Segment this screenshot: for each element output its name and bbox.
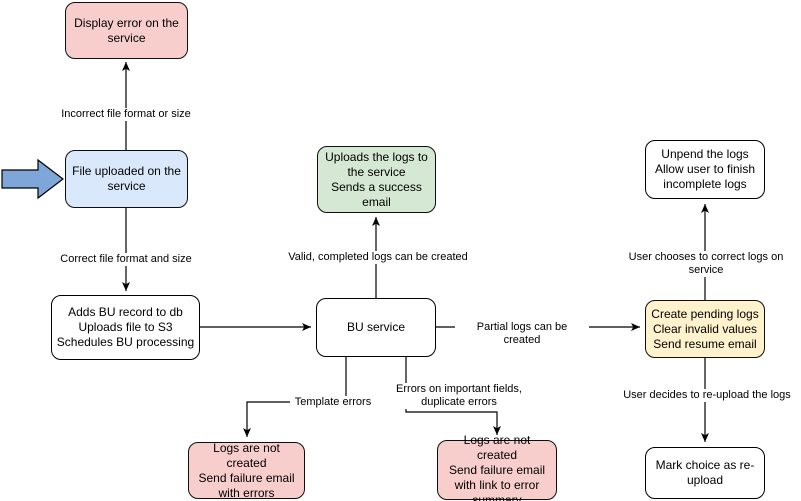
node-bu-service[interactable]: BU service [316,298,436,357]
edge-label-important-errors: Errors on important fields, duplicate er… [393,383,525,409]
edge-label-template-errors: Template errors [290,396,376,409]
node-logs-not-created-1[interactable]: Logs are not created Send failure email … [188,441,305,500]
edge-label-partial-logs: Partial logs can be created [455,321,589,347]
node-create-pending-logs[interactable]: Create pending logs Clear invalid values… [645,300,765,358]
edge-label-incorrect-format: Incorrect file format or size [57,108,195,121]
start-arrow-icon [1,158,64,200]
edge-label-correct-format: Correct file format and size [57,253,195,266]
node-uploads-logs[interactable]: Uploads the logs to the service Sends a … [317,146,436,213]
node-file-uploaded[interactable]: File uploaded on the service [65,150,188,208]
node-display-error[interactable]: Display error on the service [65,2,188,59]
edge-label-valid-logs: Valid, completed logs can be created [283,251,473,264]
node-unpend-logs[interactable]: Unpend the logs Allow user to finish inc… [645,140,765,199]
node-mark-choice[interactable]: Mark choice as re- upload [645,447,765,499]
node-logs-not-created-2[interactable]: Logs are not created Send failure email … [437,433,557,501]
node-adds-bu-record[interactable]: Adds BU record to db Uploads file to S3 … [51,295,200,360]
edge-label-user-corrects: User chooses to correct logs on service [608,251,801,277]
edge-label-user-reupload: User decides to re-upload the logs [619,389,795,402]
